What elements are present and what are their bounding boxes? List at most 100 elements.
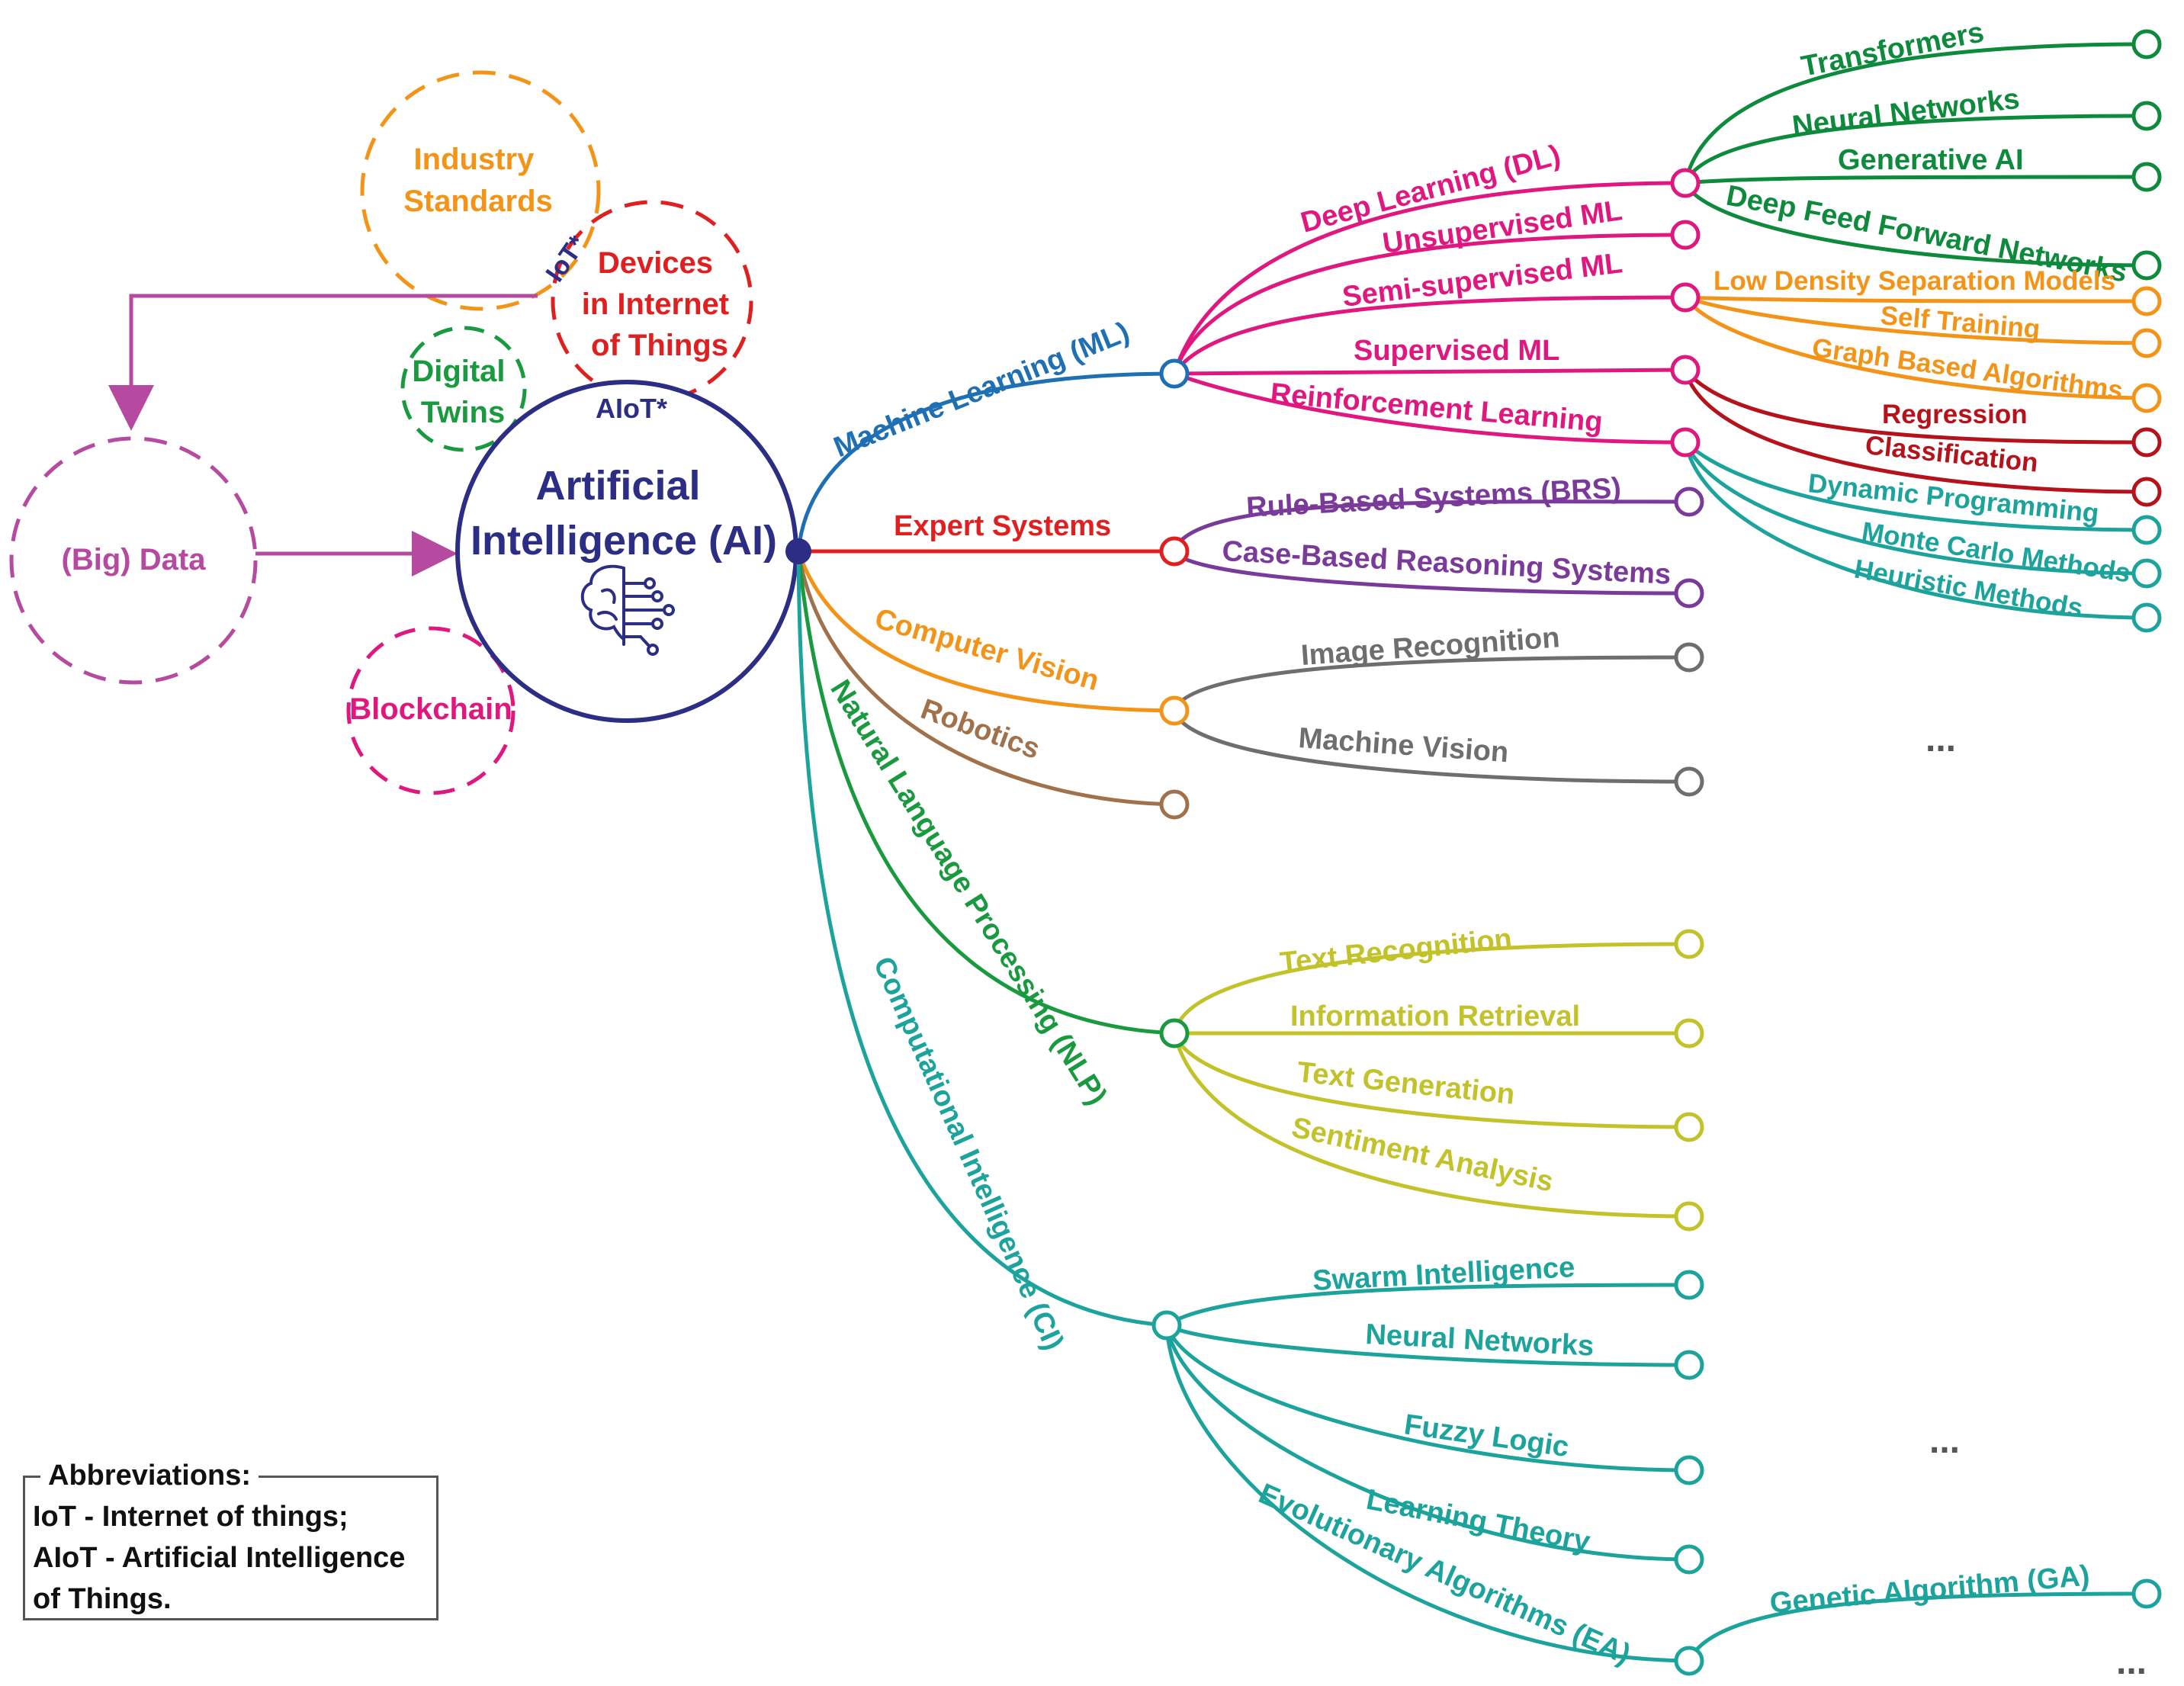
unsupervised-node[interactable] <box>1670 220 1701 250</box>
nlp-to-text-generation <box>1172 1032 1690 1129</box>
dl-neural-networks-label: Neural Networks <box>1791 83 2022 143</box>
ci-to-ea <box>1164 1325 1690 1663</box>
ci-neural-networks-node[interactable] <box>1674 1350 1704 1380</box>
industry-standards-label: Industry Standards <box>403 143 553 218</box>
image-recognition-node[interactable] <box>1674 642 1704 673</box>
dl-node[interactable] <box>1670 168 1701 198</box>
abbreviation-iot: IoT - Internet of things; <box>33 1501 348 1533</box>
expert-node[interactable] <box>1159 536 1190 567</box>
semi-branch <box>1172 295 1686 375</box>
ml-branch <box>796 371 1175 552</box>
mc-node[interactable] <box>2131 558 2162 589</box>
robotics-branch <box>796 551 1175 807</box>
cbr-node[interactable] <box>1674 578 1704 609</box>
semi-to-self-training <box>1685 295 2147 345</box>
brs-node[interactable] <box>1674 487 1704 517</box>
ga-node[interactable] <box>2131 1578 2162 1609</box>
semi-to-lds <box>1685 295 2147 303</box>
abbreviation-aiot-cont: of Things. <box>33 1583 172 1615</box>
ga-label: Genetic Algorithm (GA) <box>1768 1559 2091 1620</box>
transformers-node[interactable] <box>2131 29 2162 59</box>
ai-hub-dot <box>785 538 811 564</box>
ci-branch <box>796 551 1167 1328</box>
dl-branch <box>1172 181 1686 374</box>
expert-label: Expert Systems <box>894 510 1111 542</box>
big-data-label: (Big) Data <box>62 543 207 576</box>
rl-node[interactable] <box>1670 427 1701 458</box>
lds-label: Low Density Separation Models <box>1713 266 2115 296</box>
robotics-label: Robotics <box>917 693 1044 766</box>
blockchain-circle <box>346 626 515 795</box>
cv-label: Computer Vision <box>872 602 1103 697</box>
expert-to-brs <box>1172 499 1690 552</box>
dl-to-neural-networks <box>1683 114 2147 185</box>
ai-title: Artificial Intelligence (AI) <box>471 463 777 564</box>
heuristic-node[interactable] <box>2131 602 2162 633</box>
abbreviations-box: Abbreviations: IoT - Internet of things;… <box>23 1460 438 1620</box>
graph-node[interactable] <box>2131 383 2162 413</box>
digital-twins-label: Digital Twins <box>412 355 513 429</box>
dl-neural-networks-node[interactable] <box>2131 101 2162 131</box>
devices-iot-label: Devices in Internet of Things <box>582 246 737 362</box>
ellipsis-ci: ... <box>1929 1421 1960 1461</box>
dl-to-generative-ai <box>1685 175 2147 185</box>
cv-branch <box>796 551 1175 713</box>
text-generation-node[interactable] <box>1674 1112 1704 1142</box>
brain-circuit-icon <box>580 564 675 656</box>
blockchain-label: Blockchain <box>349 692 512 726</box>
supervised-branch <box>1174 368 1686 376</box>
robotics-node[interactable] <box>1159 789 1190 820</box>
ellipsis-ea: ... <box>2116 1642 2147 1682</box>
generative-ai-label: Generative AI <box>1838 144 2024 176</box>
ml-node[interactable] <box>1159 358 1190 389</box>
swarm-label: Swarm Intelligence <box>1312 1251 1575 1297</box>
ci-to-learning-theory <box>1164 1325 1690 1562</box>
rl-branch <box>1174 371 1686 445</box>
ci-to-swarm <box>1165 1283 1690 1328</box>
ml-label: Machine Learning (ML) <box>830 316 1134 464</box>
ci-to-neural-networks <box>1165 1323 1690 1367</box>
nlp-node[interactable] <box>1159 1018 1190 1049</box>
classification-node[interactable] <box>2131 477 2162 507</box>
learning-theory-node[interactable] <box>1674 1544 1704 1575</box>
text-recognition-label: Text Recognition <box>1279 923 1514 979</box>
cv-node[interactable] <box>1159 695 1190 726</box>
sentiment-node[interactable] <box>1674 1201 1704 1232</box>
text-generation-label: Text Generation <box>1296 1056 1516 1111</box>
generative-ai-node[interactable] <box>2131 162 2162 192</box>
industry-standards-circle <box>360 70 601 311</box>
semi-to-graph <box>1683 296 2147 400</box>
ea-node[interactable] <box>1674 1646 1704 1676</box>
machine-vision-node[interactable] <box>1674 766 1704 797</box>
regression-node[interactable] <box>2131 427 2162 458</box>
self-training-node[interactable] <box>2131 328 2162 358</box>
text-recognition-node[interactable] <box>1674 929 1704 959</box>
semi-node[interactable] <box>1670 282 1701 313</box>
nlp-to-sentiment <box>1172 1032 1690 1219</box>
lds-node[interactable] <box>2131 286 2162 316</box>
brs-label: Rule-Based Systems (BRS) <box>1245 472 1622 524</box>
dffn-node[interactable] <box>2131 250 2162 281</box>
information-retrieval-node[interactable] <box>1674 1018 1704 1049</box>
nlp-to-text-recognition <box>1172 942 1690 1034</box>
iot-to-data-arrow <box>108 294 538 431</box>
ellipsis-ml: ... <box>1925 719 1956 760</box>
information-retrieval-label: Information Retrieval <box>1290 1000 1580 1032</box>
unsupervised-branch <box>1172 233 1686 374</box>
dl-to-dffn <box>1683 181 2147 268</box>
supervised-to-classification <box>1683 369 2147 494</box>
abbreviations-title: Abbreviations: <box>40 1460 259 1492</box>
nlp-branch <box>796 551 1175 1036</box>
swarm-node[interactable] <box>1674 1270 1704 1300</box>
dl-to-transformers <box>1683 42 2147 184</box>
transformers-label: Transformers <box>1799 16 1986 83</box>
sentiment-label: Sentiment Analysis <box>1289 1112 1556 1199</box>
rl-to-heuristic <box>1683 442 2147 620</box>
ci-node[interactable] <box>1151 1310 1182 1341</box>
supervised-node[interactable] <box>1670 355 1701 385</box>
cv-to-image-recognition <box>1172 655 1690 711</box>
expert-to-cbr <box>1172 550 1690 596</box>
dp-node[interactable] <box>2131 515 2162 545</box>
fuzzy-node[interactable] <box>1674 1455 1704 1485</box>
